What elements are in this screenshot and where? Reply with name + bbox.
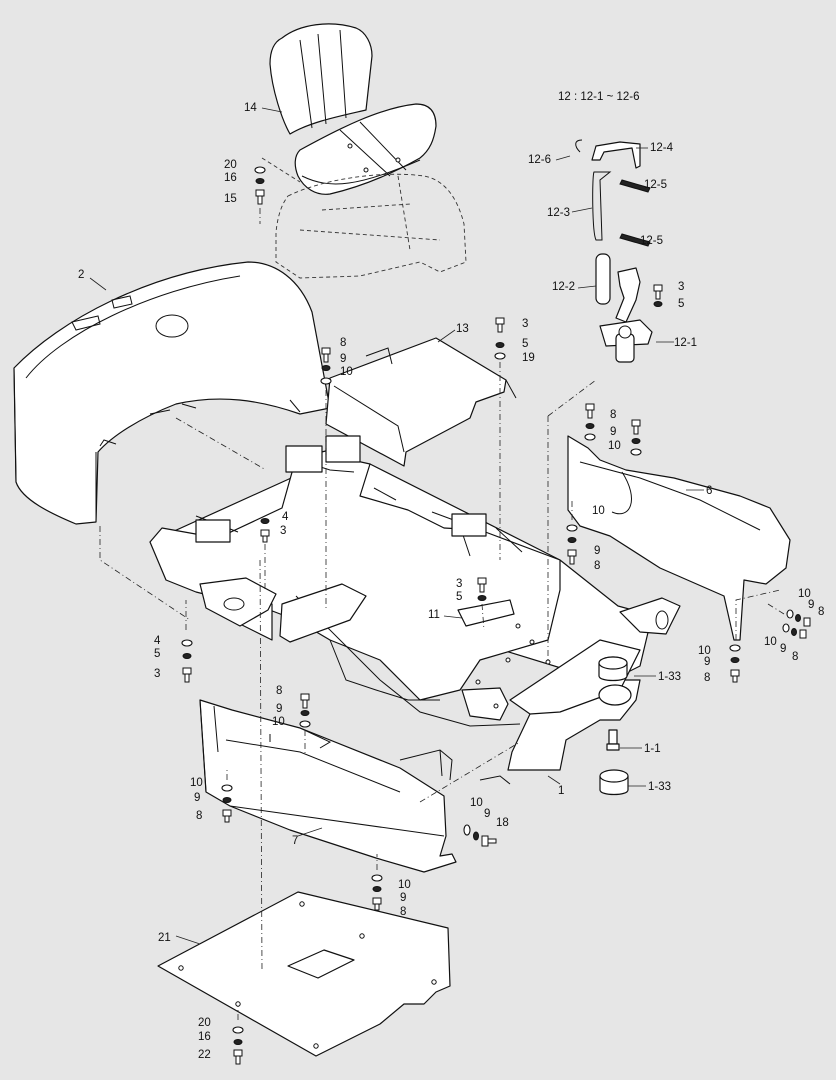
callout-under-plate: 21 [158, 932, 171, 944]
callout-right-lower-hw-8: 8 [594, 560, 600, 572]
callout-rear-right-hw-8: 8 [704, 672, 710, 684]
callout-lock-12-5-bottom: 12-5 [640, 235, 663, 247]
callout-side-end-hw-9: 9 [484, 808, 490, 820]
callout-right-top-hw-10a: 10 [608, 440, 621, 452]
callout-frame-left-hw-4: 4 [154, 635, 161, 647]
callout-top-hw-5: 5 [522, 338, 528, 350]
callout-bracket: 11 [428, 609, 440, 621]
bushings-drawing [598, 656, 629, 796]
top-cover-drawing [325, 337, 517, 467]
callout-side-cover-hw-10: 10 [190, 777, 203, 789]
callout-lock-12-5-top: 12-5 [644, 179, 667, 191]
callout-grease-fitting: 1-1 [644, 743, 661, 755]
callout-left-hw-8: 8 [340, 337, 346, 349]
callout-frame-left-hw-3: 3 [154, 668, 160, 680]
callout-side-end-hw-10: 10 [470, 797, 483, 809]
callout-lower-cover-hw-8: 8 [276, 685, 282, 697]
callout-right-end-hw-10b: 10 [764, 636, 777, 648]
callout-under-plate-hw-22: 22 [198, 1049, 211, 1061]
hardware-drawing [181, 166, 811, 1065]
callout-top-hw-3: 3 [522, 318, 528, 330]
callout-right-lower-hw-10: 10 [592, 505, 605, 517]
callout-side-bottom-hw-9: 9 [400, 892, 406, 904]
callout-lock-hw-5: 5 [678, 298, 684, 310]
callout-right-top-hw-9a: 9 [610, 426, 616, 438]
callout-right-end-hw-9a: 9 [808, 599, 814, 611]
callout-seat: 14 [244, 102, 257, 114]
callout-frame-mid-hw-3: 3 [456, 578, 462, 590]
callout-main-frame: 1 [558, 785, 564, 797]
callout-right-cover: 6 [706, 485, 712, 497]
under-plate-drawing [157, 891, 451, 1057]
callout-side-cover-hw-8: 8 [196, 810, 202, 822]
callout-right-end-hw-10a: 10 [798, 588, 811, 600]
callout-right-end-hw-9b: 9 [780, 643, 786, 655]
callout-right-lower-hw-9: 9 [594, 545, 600, 557]
callout-under-plate-hw-16: 16 [198, 1031, 211, 1043]
callout-lock-12-1: 12-1 [674, 337, 697, 349]
callout-frame-left-hw-5: 5 [154, 648, 160, 660]
callout-left-hw-10: 10 [340, 366, 353, 378]
callout-bushing-lower: 1-33 [648, 781, 671, 793]
callout-seat-hw-16: 16 [224, 172, 237, 184]
callout-seat-hw-15: 15 [224, 193, 237, 205]
callout-seat-hw-20: 20 [224, 159, 237, 171]
callout-side-cover-hw-9: 9 [194, 792, 200, 804]
counterweight-cover-drawing [13, 261, 331, 525]
side-cover-drawing [199, 699, 457, 873]
callout-lower-cover-hw-9: 9 [276, 703, 282, 715]
callout-bushing-upper: 1-33 [658, 671, 681, 683]
lock-assembly-drawing [575, 139, 653, 363]
callout-side-bottom-hw-8: 8 [400, 906, 406, 918]
callout-rear-right-hw-10: 10 [698, 645, 711, 657]
callout-side-bottom-hw-10: 10 [398, 879, 411, 891]
callout-lock-hw-3: 3 [678, 281, 684, 293]
callout-lock-12-3: 12-3 [547, 207, 570, 219]
assembly-note: 12 : 12-1 ~ 12-6 [558, 91, 640, 103]
callout-lock-12-2: 12-2 [552, 281, 575, 293]
callout-right-end-hw-8b: 8 [792, 651, 798, 663]
callout-lock-12-4: 12-4 [650, 142, 674, 154]
callout-lower-cover-hw-10: 10 [272, 716, 285, 728]
callout-rear-right-hw-9: 9 [704, 656, 710, 668]
leader-lines [89, 107, 785, 1020]
right-side-cover-drawing [567, 435, 791, 641]
callout-frame-center-hw-3: 3 [280, 525, 286, 537]
callout-counterweight-cover: 2 [78, 269, 84, 281]
callout-under-plate-hw-20: 20 [198, 1017, 211, 1029]
callout-lock-12-6: 12-6 [528, 154, 551, 166]
callout-top-hw-19: 19 [522, 352, 535, 364]
seat-drawing [269, 23, 437, 195]
callout-right-top-hw-8a: 8 [610, 409, 616, 421]
callout-frame-mid-hw-5: 5 [456, 591, 462, 603]
callout-frame-center-hw-4: 4 [282, 511, 289, 523]
callout-side-cover: 7 [292, 835, 298, 847]
callout-top-cover: 13 [456, 323, 469, 335]
callout-right-end-hw-8a: 8 [818, 606, 824, 618]
callout-side-end-hw-18: 18 [496, 817, 509, 829]
callout-left-hw-9: 9 [340, 353, 346, 365]
seat-base-ghost [261, 157, 467, 279]
